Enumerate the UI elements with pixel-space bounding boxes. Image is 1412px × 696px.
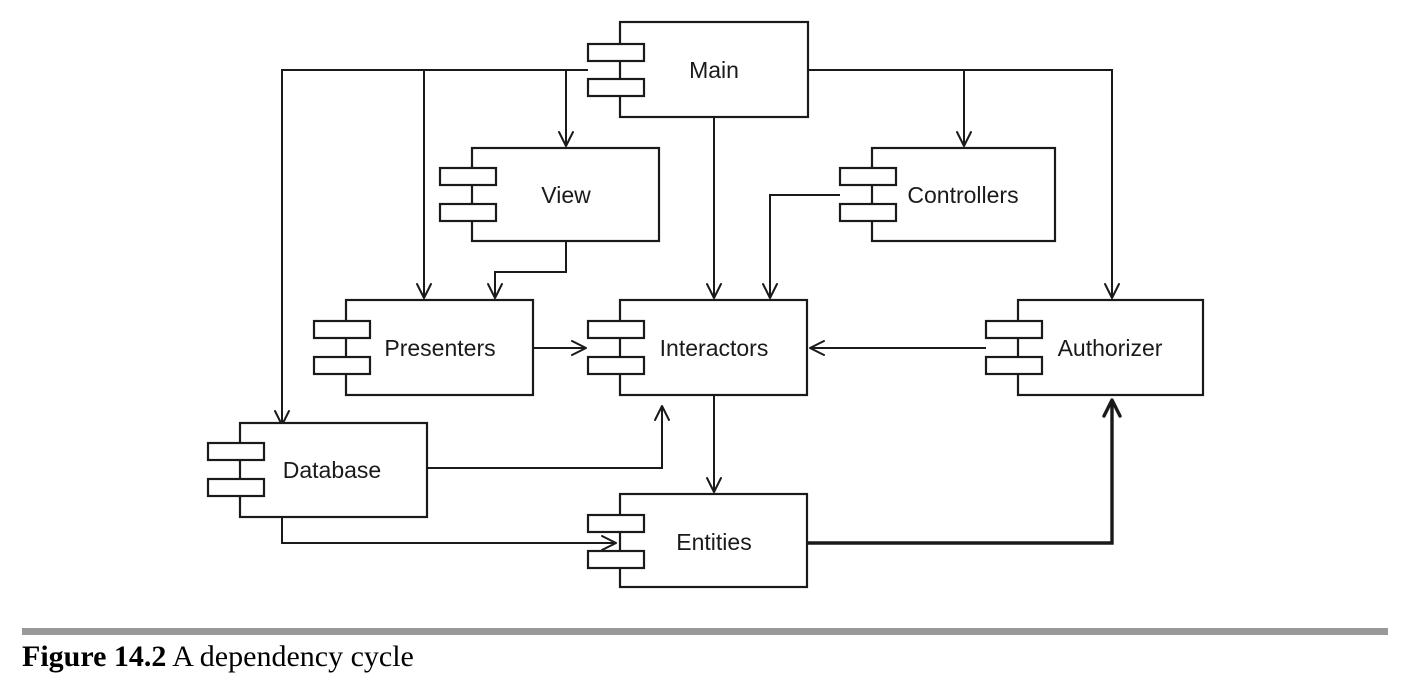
component-database: Database — [206, 421, 429, 519]
figure-caption-text: A dependency cycle — [172, 640, 414, 673]
component-tab — [838, 166, 898, 187]
edge-main-to-authorizer — [964, 69, 1113, 298]
arrowhead-interactors-database — [654, 405, 670, 421]
component-label-interactors: Interactors — [660, 335, 769, 361]
component-tab — [586, 513, 646, 534]
edge-database-to-entities — [281, 517, 616, 544]
component-interactors: Interactors — [586, 298, 809, 397]
component-entities: Entities — [586, 492, 809, 589]
component-tab — [312, 319, 372, 340]
arrowhead-interactors-presenters — [571, 340, 587, 356]
arrowhead-presenters-view — [487, 283, 503, 299]
component-authorizer: Authorizer — [984, 298, 1205, 397]
component-view: View — [438, 146, 661, 243]
component-tab — [206, 441, 266, 462]
component-tab — [586, 549, 646, 570]
arrowhead-controllers — [956, 131, 972, 147]
arrowhead-view — [558, 131, 574, 147]
component-tab — [586, 42, 646, 63]
figure-caption-label: Figure 14.2 — [22, 640, 167, 673]
component-tab — [586, 319, 646, 340]
arrowheads — [274, 131, 1122, 551]
edge-main-to-database — [281, 69, 588, 425]
arrowhead-interactors-authorizer — [809, 340, 825, 356]
edge-entities-to-authorizer — [808, 400, 1114, 545]
edge-controllers-to-interactors — [769, 194, 840, 298]
component-label-view: View — [541, 182, 591, 208]
arrowhead-presenters-main — [416, 283, 432, 299]
component-controllers: Controllers — [838, 146, 1057, 243]
arrowhead-authorizer-entities — [1102, 398, 1122, 418]
arrowhead-authorizer — [1104, 283, 1120, 299]
arrowhead-interactors-controllers — [762, 283, 778, 299]
component-label-authorizer: Authorizer — [1058, 335, 1163, 361]
component-label-database: Database — [283, 457, 381, 483]
component-tab — [586, 77, 646, 98]
component-tab — [586, 355, 646, 376]
arrowhead-entities-interactors — [706, 477, 722, 493]
component-label-controllers: Controllers — [907, 182, 1018, 208]
component-label-presenters: Presenters — [384, 335, 495, 361]
edge-main-to-controllers — [808, 69, 965, 146]
component-main: Main — [586, 20, 810, 119]
component-tab — [438, 166, 498, 187]
figure-caption: Figure 14.2 A dependency cycle — [22, 640, 414, 674]
arrowhead-interactors-main — [706, 283, 722, 299]
edge-database-to-interactors — [427, 406, 663, 469]
component-tab — [984, 319, 1044, 340]
component-label-main: Main — [689, 57, 739, 83]
arrowhead-entities-database — [601, 535, 617, 551]
component-presenters: Presenters — [312, 298, 535, 397]
component-label-entities: Entities — [676, 529, 751, 555]
component-tab — [206, 477, 266, 498]
component-tab — [312, 355, 372, 376]
edges — [281, 69, 1114, 545]
edge-view-to-presenters — [494, 241, 567, 298]
component-tab — [438, 202, 498, 223]
caption-divider — [22, 628, 1388, 635]
component-tab — [984, 355, 1044, 376]
component-tab — [838, 202, 898, 223]
